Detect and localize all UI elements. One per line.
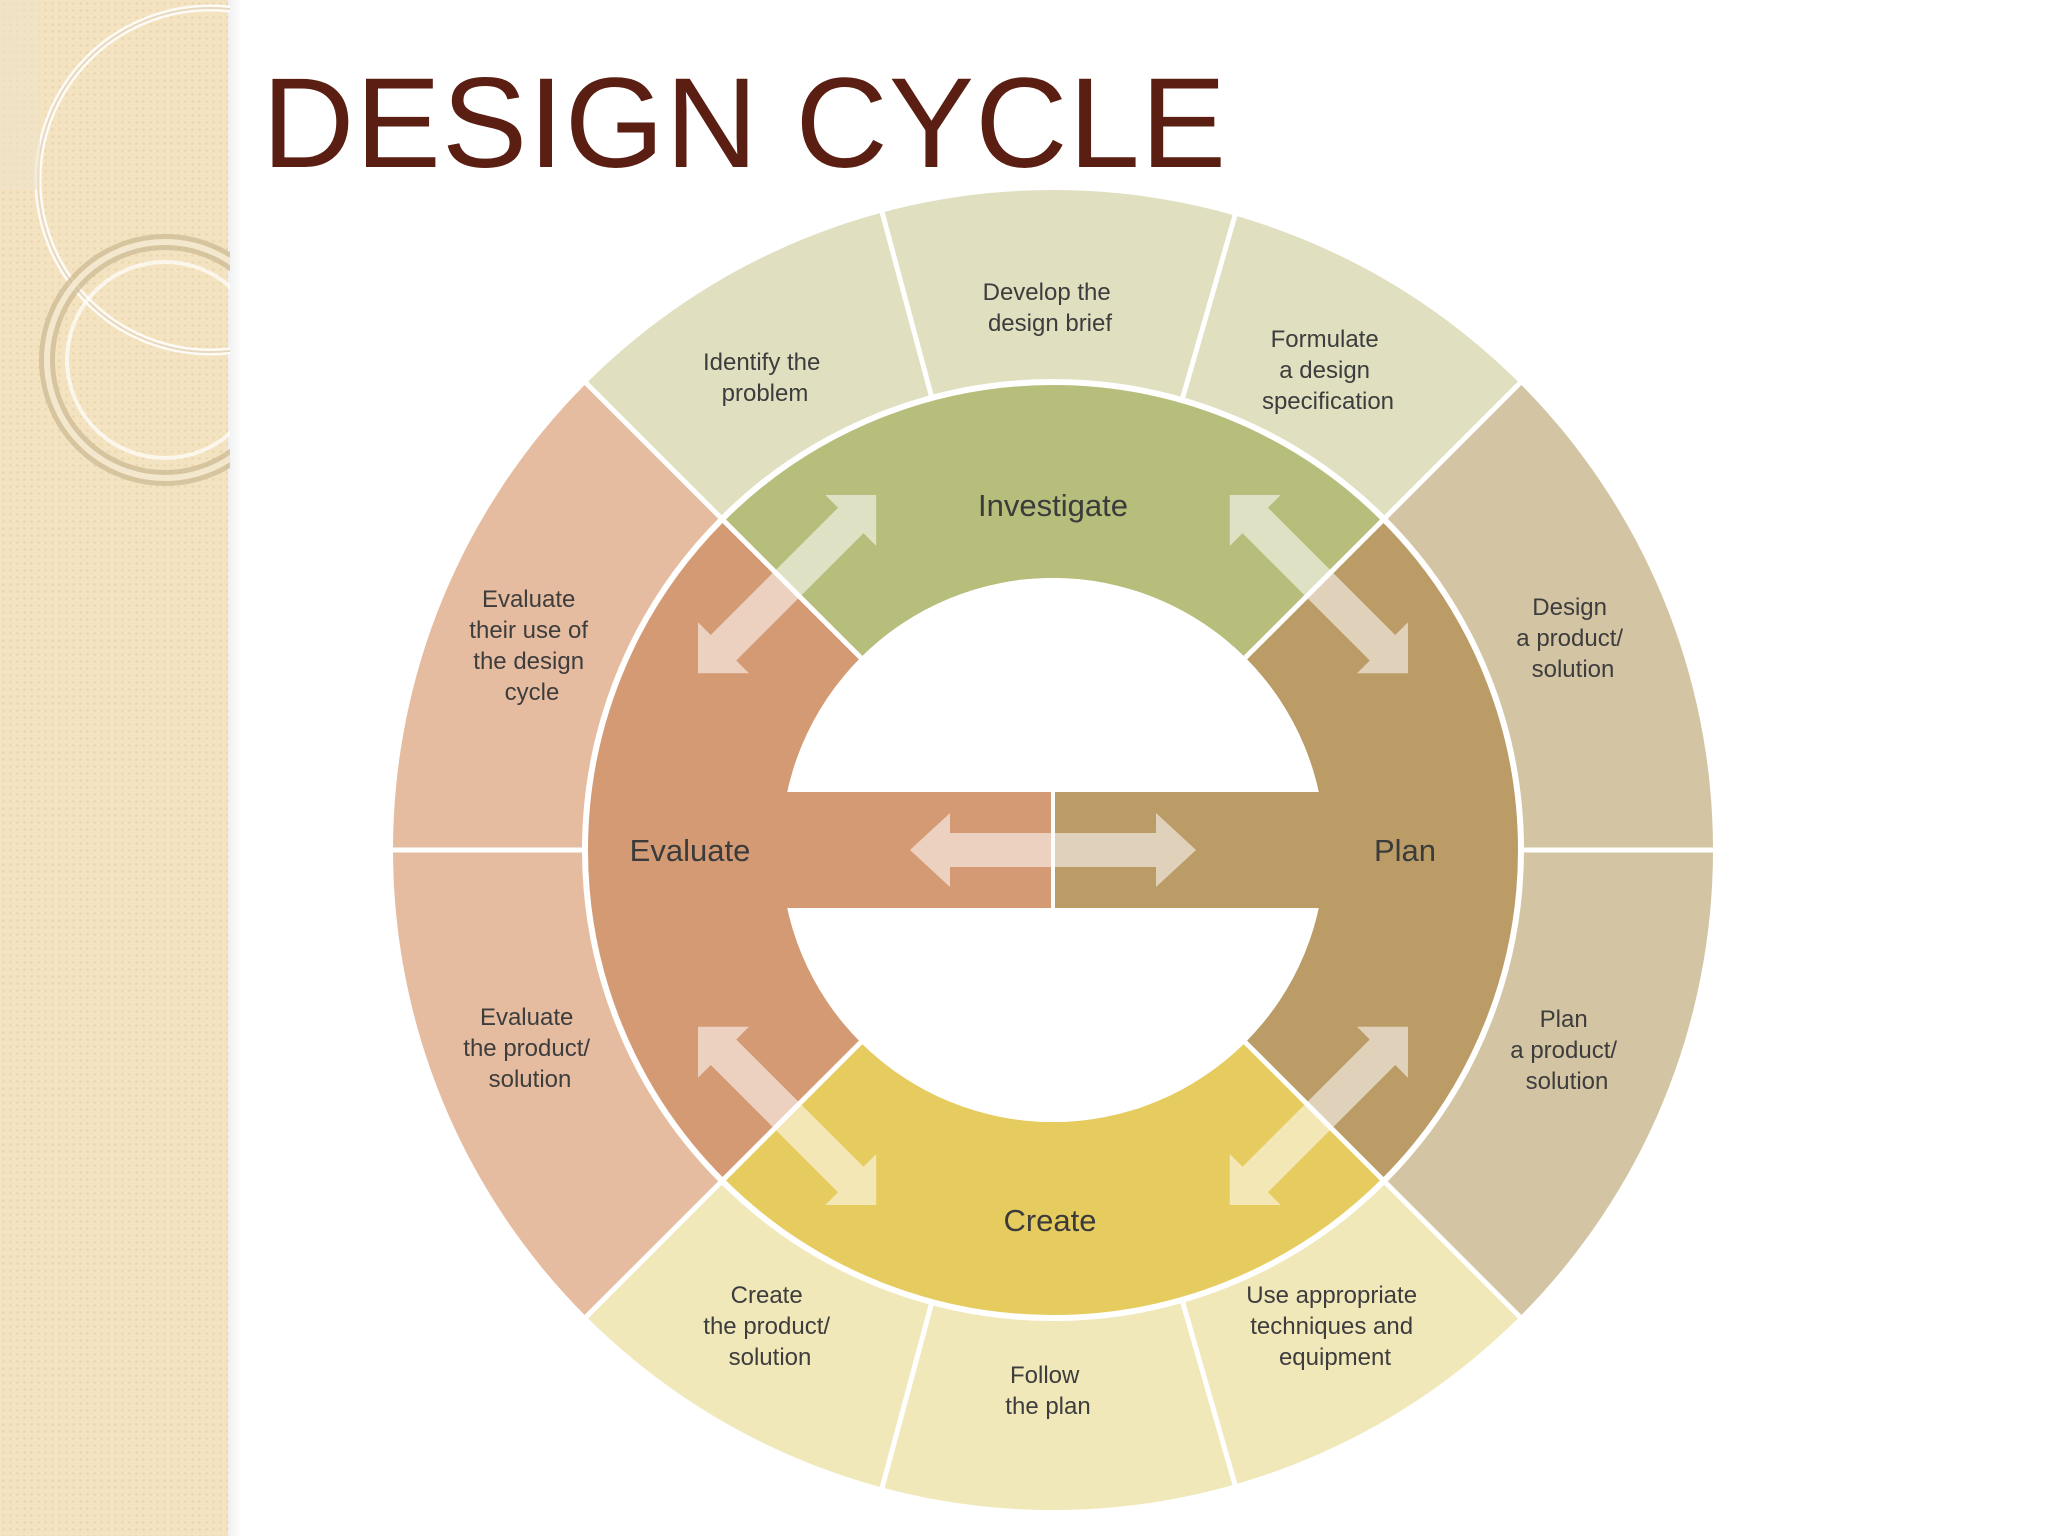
design-cycle-diagram: Investigate Plan Create Evaluate Identif… — [387, 190, 1719, 1510]
cycle-arrows — [698, 495, 1408, 1205]
phase-label-evaluate: Evaluate — [630, 833, 751, 868]
phase-ring-investigate — [722, 382, 1384, 658]
step-evaluate-use-of-cycle: Evaluate their use of the design cycle — [469, 586, 594, 706]
outer-ring-investigate — [583, 190, 1523, 520]
step-evaluate-product: Evaluate the product/ solution — [463, 1004, 596, 1093]
phase-ring-plan — [1245, 519, 1521, 1181]
outer-ring-create — [583, 1180, 1523, 1510]
phase-ring-create — [722, 1042, 1384, 1318]
phase-label-create: Create — [1003, 1203, 1096, 1238]
side-band-shadow — [228, 0, 242, 1536]
step-create-product: Create the product/ solution — [703, 1282, 836, 1371]
decorative-rings — [0, 0, 230, 486]
step-plan-product: Plan a product/ solution — [1510, 1006, 1623, 1095]
arrow-plan-create — [1229, 1026, 1408, 1205]
arrow-investigate-plan — [1229, 495, 1408, 674]
step-follow-plan: Follow the plan — [1005, 1362, 1090, 1420]
step-formulate-specification: Formulate a design specification — [1262, 326, 1394, 415]
step-identify-problem: Identify the problem — [703, 349, 827, 407]
arrow-create-evaluate — [698, 1026, 877, 1205]
arrow-evaluate-plan — [910, 813, 1196, 887]
phase-label-investigate: Investigate — [978, 488, 1128, 523]
slide-title: DESIGN CYCLE — [262, 52, 1228, 195]
step-design-product: Design a product/ solution — [1516, 594, 1629, 683]
phase-label-plan: Plan — [1374, 833, 1436, 868]
step-develop-design-brief: Develop the design brief — [983, 279, 1118, 337]
arrow-investigate-evaluate — [698, 495, 877, 674]
step-use-techniques: Use appropriate techniques and equipment — [1246, 1282, 1423, 1371]
ring-dividers — [387, 206, 1719, 1494]
phase-ring-evaluate — [585, 519, 861, 1181]
